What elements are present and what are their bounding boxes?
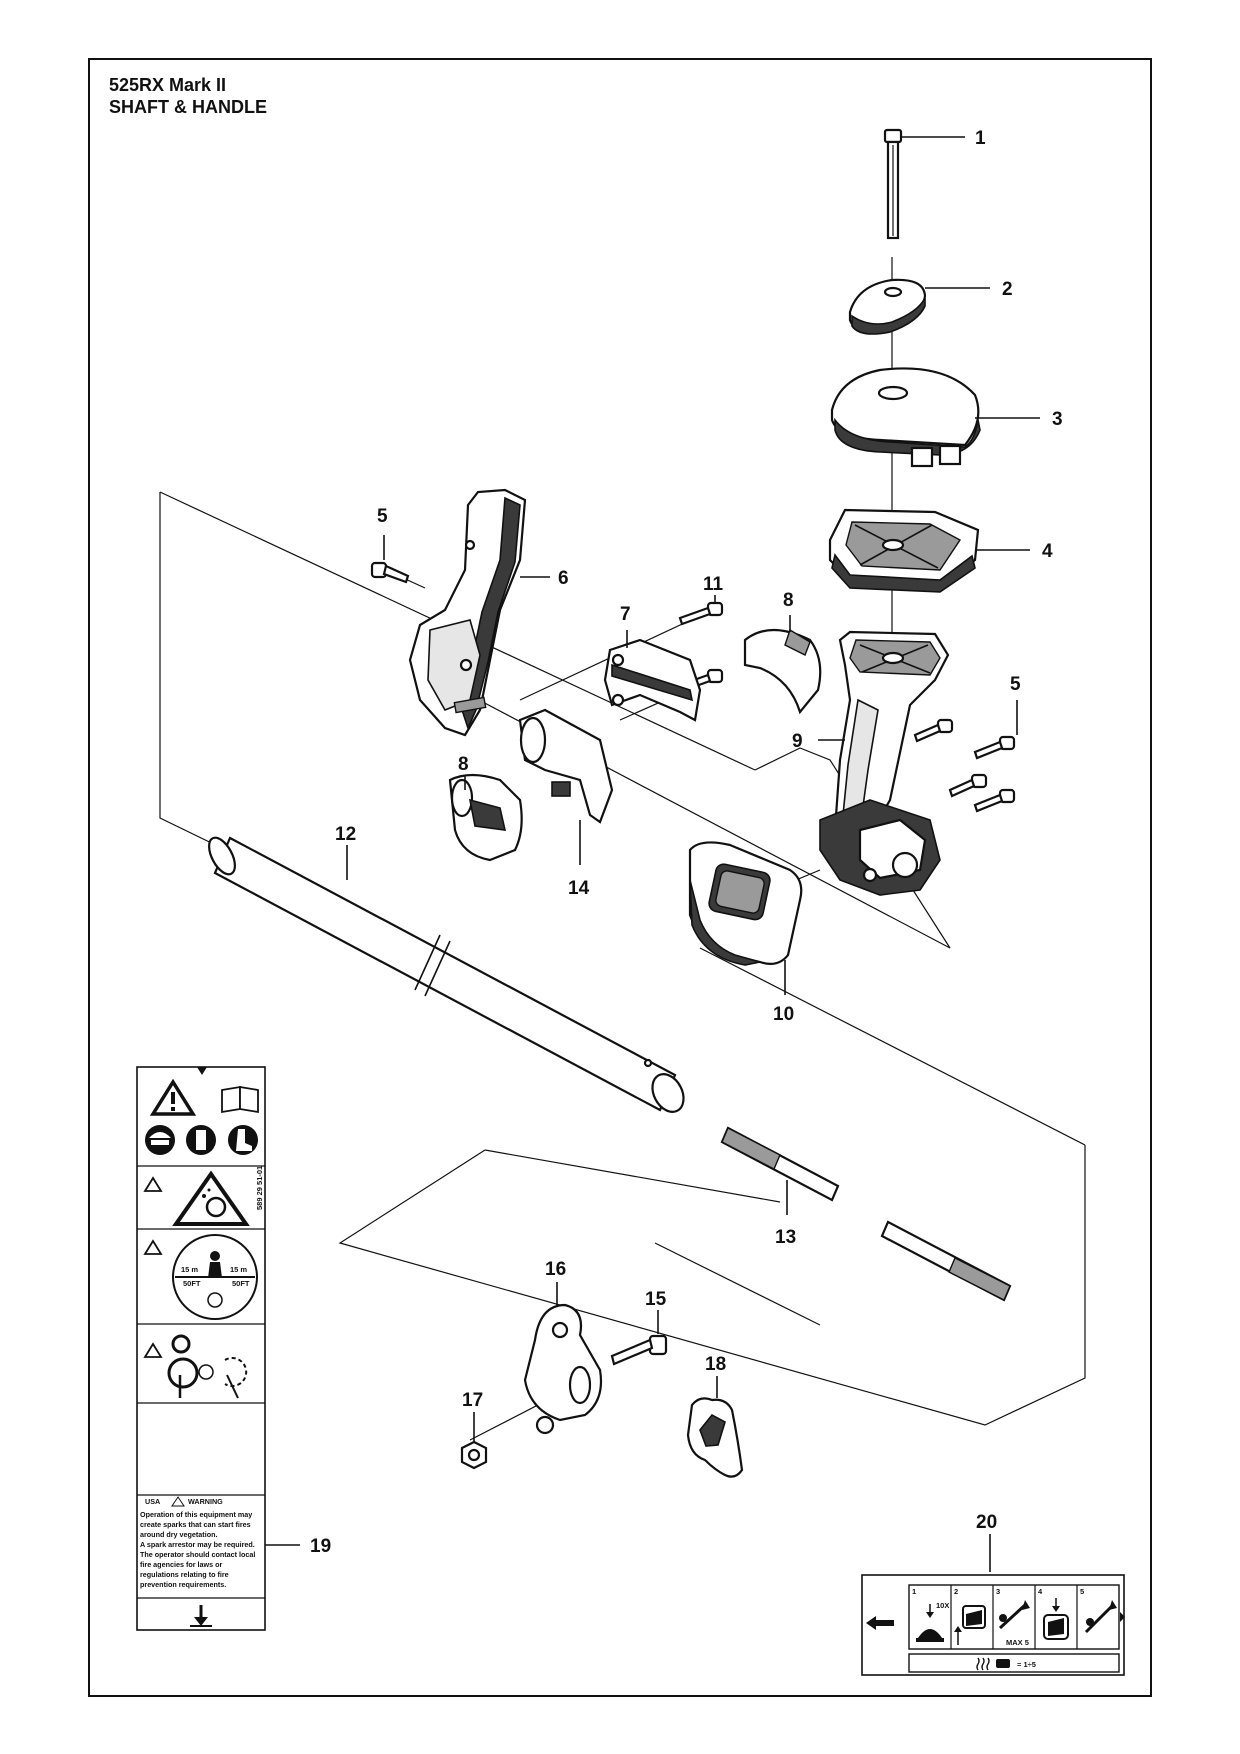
choke-icon — [954, 1605, 986, 1645]
distance-left-ft: 50FT — [183, 1279, 201, 1288]
part-label-2: 2 — [1002, 279, 1013, 300]
part-labels: 1 2 3 4 5 5 6 7 8 8 9 10 11 12 13 14 15 — [265, 128, 1063, 1572]
small-warning-icon — [143, 1176, 163, 1192]
step-number: 5 — [1080, 1587, 1084, 1596]
step1-count: 10X — [936, 1601, 949, 1610]
part-label-3: 3 — [1052, 409, 1063, 430]
part-sleeve-8b — [448, 773, 523, 862]
part-cover-10 — [688, 841, 803, 966]
warning-line: prevention requirements. — [140, 1580, 226, 1589]
part-clamp-7 — [603, 638, 702, 722]
gloves-icon — [186, 1125, 216, 1155]
part-nut-17 — [460, 1440, 488, 1470]
step-number: 1 — [912, 1587, 916, 1596]
part-knob-18 — [686, 1397, 744, 1478]
part-shaft-tube-12 — [208, 836, 685, 1113]
part-screw-5a — [370, 561, 410, 584]
part-knob-2 — [848, 278, 927, 335]
part-label-13: 13 — [775, 1227, 796, 1248]
part-label-5b: 5 — [1010, 674, 1021, 695]
warning-line: Operation of this equipment may — [140, 1510, 252, 1519]
step-number: 3 — [996, 1587, 1000, 1596]
part-housing-4 — [828, 508, 980, 593]
pull-starter-icon — [1084, 1600, 1117, 1634]
part-label-7: 7 — [620, 604, 631, 625]
decal-warning-title: WARNING — [188, 1497, 223, 1506]
part-label-16: 16 — [545, 1259, 566, 1280]
page-frame — [88, 58, 1152, 1697]
part-label-14: 14 — [568, 878, 590, 899]
part-label-8a: 8 — [783, 590, 794, 611]
arrow-left-icon — [866, 1616, 894, 1630]
primer-bulb-icon — [916, 1604, 944, 1642]
part-label-18: 18 — [705, 1354, 726, 1375]
part-label-9: 9 — [792, 731, 803, 752]
part-sleeve-8a — [743, 628, 822, 715]
part-label-4: 4 — [1042, 541, 1053, 562]
warm-engine-icon — [976, 1657, 1010, 1671]
choke-off-icon — [1043, 1598, 1069, 1640]
manual-book-icon — [221, 1085, 259, 1114]
thrown-objects-icon — [172, 1170, 250, 1226]
small-warning-icon — [143, 1342, 163, 1358]
warning-line: The operator should contact local — [140, 1550, 255, 1559]
safety-distance-icon — [172, 1234, 258, 1320]
model-title: 525RX Mark II — [109, 75, 227, 95]
part-label-20: 20 — [976, 1512, 997, 1533]
part-label-19: 19 — [310, 1536, 331, 1557]
part-label-6: 6 — [558, 568, 569, 589]
part-label-10: 10 — [773, 1004, 794, 1025]
decal-id-code: 589 29 51-01 — [255, 1166, 264, 1210]
part-label-8b: 8 — [458, 754, 469, 775]
section-title: SHAFT & HANDLE — [109, 97, 267, 117]
part-screw-5b — [913, 718, 1016, 813]
pull-starter-icon — [998, 1600, 1030, 1630]
part-label-17: 17 — [462, 1390, 483, 1411]
part-cap-3 — [830, 367, 981, 468]
part-clamp-16 — [523, 1303, 603, 1435]
arrow-down-icon — [190, 1605, 212, 1627]
helmet-icon — [145, 1125, 175, 1155]
warning-line: around dry vegetation. — [140, 1530, 217, 1539]
warning-line: create sparks that can start fires — [140, 1520, 251, 1529]
step-footer: = 1÷5 — [1017, 1660, 1036, 1669]
part-clamp-14 — [518, 708, 614, 824]
part-bolt-1 — [883, 128, 903, 240]
distance-left: 15 m — [181, 1265, 198, 1274]
part-label-5a: 5 — [377, 506, 388, 527]
decal-19: 589 29 51-01 15 m 50FT 15 m 50FT USA — [136, 1066, 266, 1631]
part-grip-9 — [819, 630, 950, 896]
part-label-1: 1 — [975, 128, 986, 149]
step-number: 2 — [954, 1587, 958, 1596]
part-label-12: 12 — [335, 824, 356, 845]
warning-line: regulations relating to fire — [140, 1570, 229, 1579]
step3-note: MAX 5 — [1006, 1638, 1029, 1647]
decal-20: 1 2 3 4 5 10X MAX 5 — [861, 1574, 1125, 1676]
step-number: 4 — [1038, 1587, 1043, 1596]
blade-thrust-icon — [167, 1334, 248, 1399]
part-bracket-6 — [408, 488, 527, 737]
distance-right-ft: 50FT — [232, 1279, 250, 1288]
part-label-15: 15 — [645, 1289, 667, 1310]
warning-line: A spark arrestor may be required. — [140, 1540, 255, 1549]
warning-line: fire agencies for laws or — [140, 1560, 222, 1569]
title-block: 525RX Mark II SHAFT & HANDLE — [109, 74, 267, 118]
part-drive-shaft-13 — [720, 1126, 1012, 1302]
decal-region: USA — [145, 1497, 160, 1506]
part-bolt-15 — [610, 1334, 668, 1366]
warning-triangle-icon — [149, 1078, 197, 1116]
small-warning-icon — [143, 1239, 163, 1255]
distance-right: 15 m — [230, 1265, 247, 1274]
boots-icon — [228, 1125, 258, 1155]
part-label-11: 11 — [703, 574, 724, 595]
